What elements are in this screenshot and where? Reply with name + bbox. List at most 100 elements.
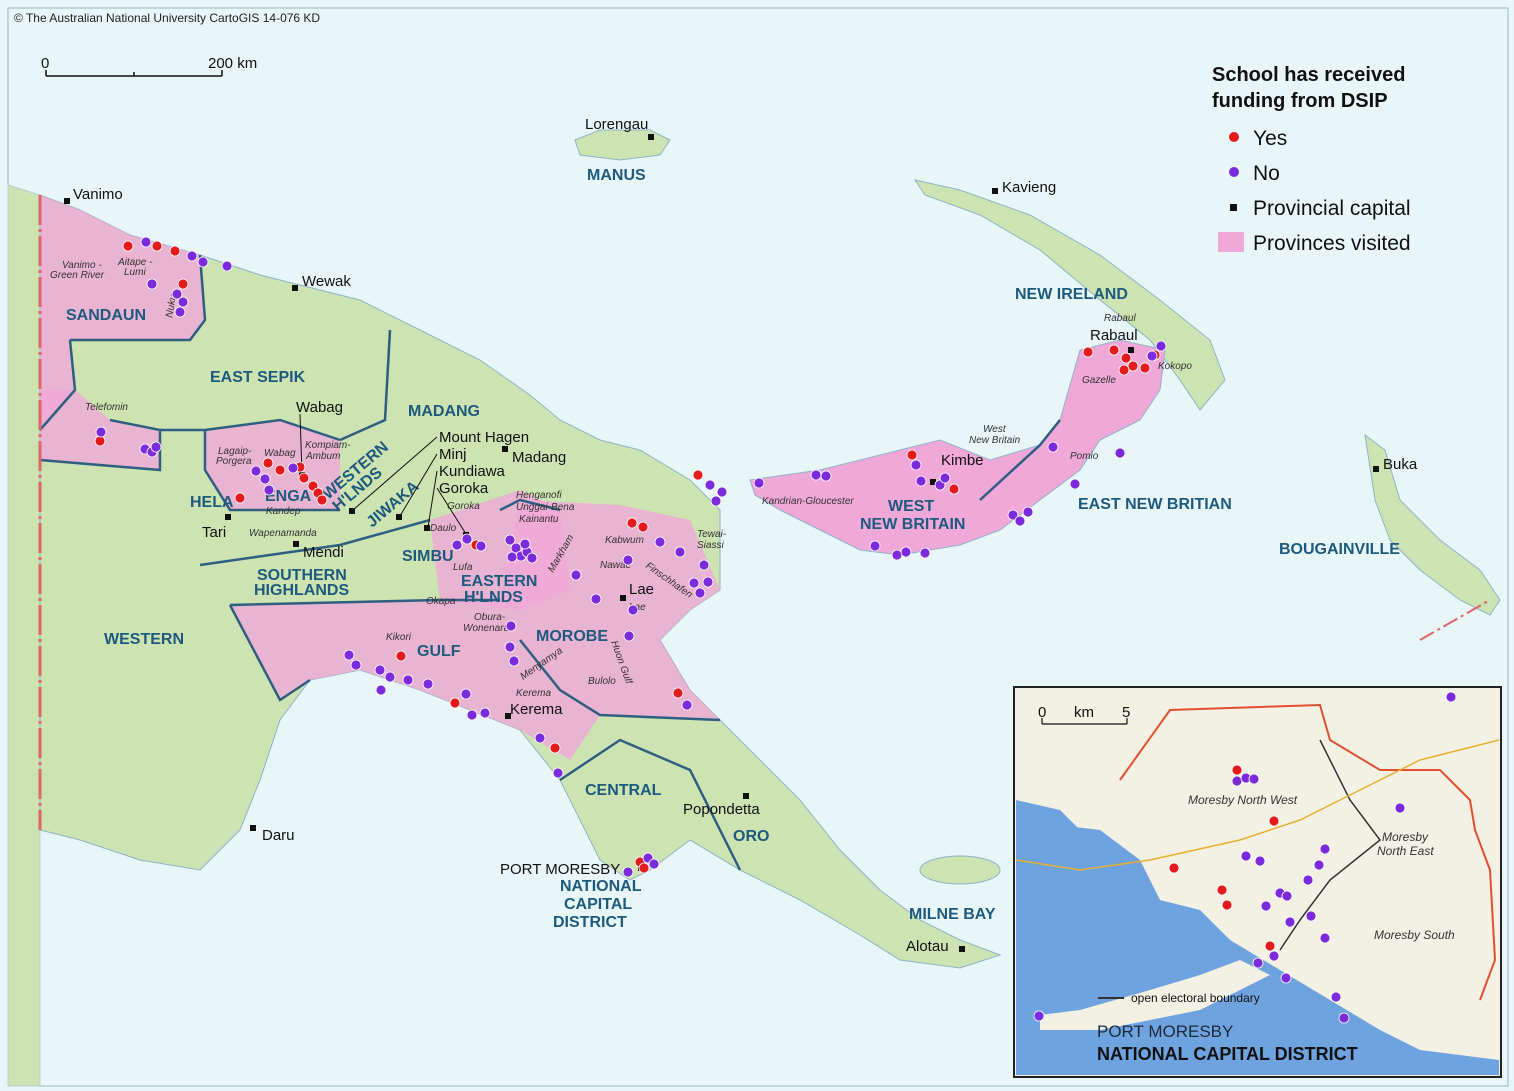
inset-dot-no (1338, 1012, 1350, 1024)
province-sandaun: SANDAUN (66, 307, 146, 324)
inset-electoral-boundary (1279, 739, 1382, 951)
town-tari: Tari (202, 524, 226, 541)
inset-dot-no (1033, 1010, 1045, 1022)
school-dot-no (505, 620, 517, 632)
town-vanimo: Vanimo (73, 186, 123, 203)
district-gazelle: Gazelle (1082, 375, 1116, 386)
province-simbu: SIMBU (402, 548, 454, 565)
inset-dot-yes (1221, 899, 1233, 911)
school-dot-no (698, 559, 710, 571)
school-dot-no (384, 671, 396, 683)
inset-peninsula (1040, 960, 1270, 1030)
inset-harbour (1016, 820, 1160, 1010)
district-lagaip-1: Lagaip- (218, 446, 252, 457)
district-wapenamanda: Wapenamanda (249, 528, 317, 539)
town-kavieng: Kavieng (1002, 179, 1056, 196)
school-dot-yes (94, 435, 106, 447)
inset-dot-no (1319, 932, 1331, 944)
district-daulo: Daulo (430, 523, 457, 534)
school-dot-yes (906, 449, 918, 461)
school-dot-yes (1139, 362, 1151, 374)
legend-visited-swatch (1218, 232, 1244, 252)
school-dot-no (479, 707, 491, 719)
inset-dots-no (1033, 691, 1457, 1024)
district-pomio: Pomio (1070, 451, 1099, 462)
school-dot-no (375, 684, 387, 696)
inset-dot-no (1445, 691, 1457, 703)
school-dot-no (753, 477, 765, 489)
province-madang: MADANG (408, 403, 480, 420)
scale-zero: 0 (41, 55, 49, 72)
school-dot-no (263, 484, 275, 496)
school-dot-no (461, 533, 473, 545)
province-southern-hl-1: SOUTHERN (257, 567, 347, 584)
school-dot-yes (262, 457, 274, 469)
school-dot-no (1069, 478, 1081, 490)
province-west-nb-2: NEW BRITAIN (860, 516, 965, 533)
school-dots-yes (94, 240, 1161, 874)
district-kandrian: Kandrian-Gloucester (762, 496, 854, 507)
school-dot-no (508, 655, 520, 667)
school-dot-yes (169, 245, 181, 257)
school-dot-no (287, 462, 299, 474)
school-dot-no (526, 552, 538, 564)
district-tewai-1: Tewai- (697, 529, 727, 540)
inset-dot-no (1268, 950, 1280, 962)
copyright: © The Australian National University Car… (14, 11, 320, 25)
district-aitape-1: Aitape - (117, 257, 153, 268)
district-wabag: Wabag (264, 448, 296, 459)
town-buka: Buka (1383, 456, 1418, 473)
school-dot-no (466, 709, 478, 721)
district-kerema: Kerema (516, 688, 551, 699)
inset-scale-five: 5 (1122, 704, 1130, 721)
school-dot-no (95, 426, 107, 438)
school-dot-no (171, 288, 183, 300)
inset-dot-no (1231, 775, 1243, 787)
school-dot-no (250, 465, 262, 477)
school-dot-yes (637, 521, 649, 533)
school-dot-no (1022, 506, 1034, 518)
legend-capital-label: Provincial capital (1253, 197, 1411, 220)
district-vanimo-1: Vanimo - (62, 260, 102, 271)
school-dot-no (504, 534, 516, 546)
district-telefomin: Telefomin (85, 402, 128, 413)
school-dot-yes (298, 472, 310, 484)
town-wabag: Wabag (296, 399, 343, 416)
province-milne-bay: MILNE BAY (909, 906, 996, 923)
school-dot-yes (692, 469, 704, 481)
district-okapa: Okapa (426, 596, 456, 607)
scale-distance: 200 km (208, 55, 257, 72)
school-dot-no (221, 260, 233, 272)
land-manus (574, 129, 671, 161)
school-dot-yes (1082, 346, 1094, 358)
school-dot-no (504, 641, 516, 653)
inset-dot-yes (1268, 815, 1280, 827)
visited-morobe (500, 500, 720, 720)
capital-lae (620, 595, 626, 601)
capital-minj (396, 514, 402, 520)
province-bougainville: BOUGAINVILLE (1279, 541, 1400, 558)
school-dot-no (919, 547, 931, 559)
capital-madang (502, 446, 508, 452)
school-dot-no (174, 306, 186, 318)
school-dot-yes (151, 240, 163, 252)
school-dot-yes (626, 517, 638, 529)
school-dot-no (140, 236, 152, 248)
district-nawae: Nawae (600, 560, 632, 571)
inset-dot-no (1240, 850, 1252, 862)
visited-sandaun (40, 195, 205, 430)
capital-alotau (959, 946, 965, 952)
province-ncd-2: CAPITAL (564, 896, 632, 913)
inset-dot-no (1281, 890, 1293, 902)
school-dot-no (350, 659, 362, 671)
school-dot-yes (449, 697, 461, 709)
school-dot-no (590, 593, 602, 605)
school-dot-no (475, 540, 487, 552)
inset-moresby-north-west: Moresby North West (1188, 793, 1298, 807)
school-dot-no (506, 551, 518, 563)
school-dot-no (648, 858, 660, 870)
province-new-ireland: NEW IRELAND (1015, 286, 1128, 303)
town-kundiawa: Kundiawa (439, 463, 506, 480)
district-vanimo-2: Green River (50, 270, 105, 281)
